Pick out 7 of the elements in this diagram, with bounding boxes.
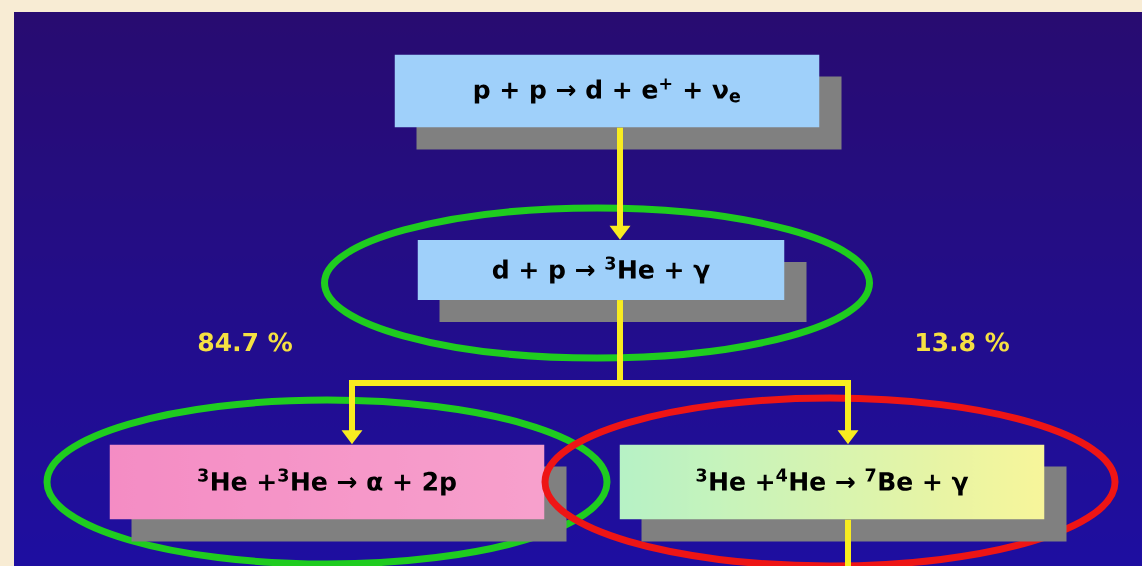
percentage-label: 13.8 % (917, 332, 1009, 352)
reaction-box: $^{3}$He +$^{4}$He → $^{7}$Be + γ (619, 444, 1067, 542)
reaction-box: d + p → $^{3}$He + γ (417, 240, 807, 322)
percentage-label: 84.7 % (198, 332, 292, 352)
highlight-ellipse (321, 204, 873, 362)
reaction-box: p + p → d + e$^{+}$ + ν$_{e}$ (394, 54, 842, 150)
reaction-box: $^{3}$He +$^{3}$He → α + 2p (109, 444, 567, 542)
